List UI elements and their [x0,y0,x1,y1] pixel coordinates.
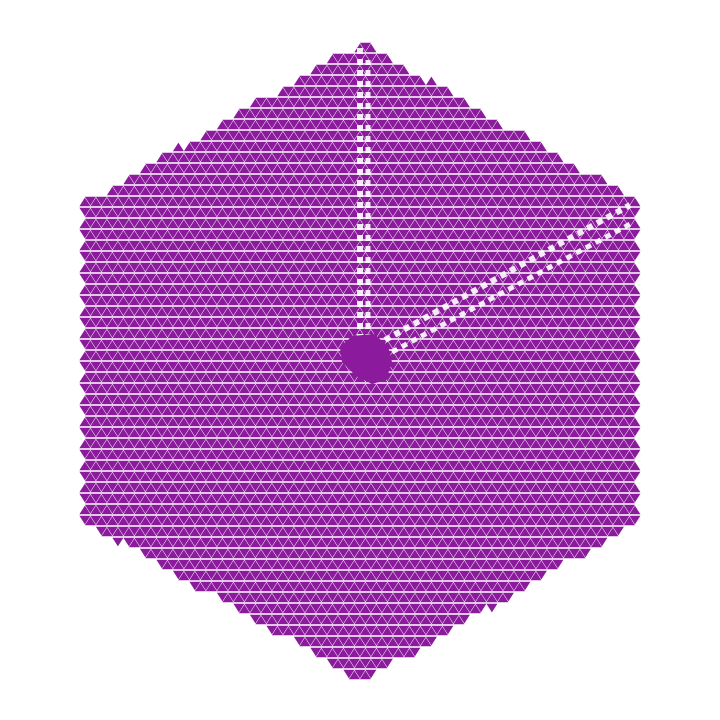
diagonal-defect-line [383,202,632,343]
center-cluster-shape [340,334,392,384]
defect-lines [357,48,636,355]
diagonal-defect-line-2 [390,219,636,355]
center-cluster [340,334,392,384]
triangle-lattice-grid [79,42,641,680]
lattice-triangles [79,42,641,680]
